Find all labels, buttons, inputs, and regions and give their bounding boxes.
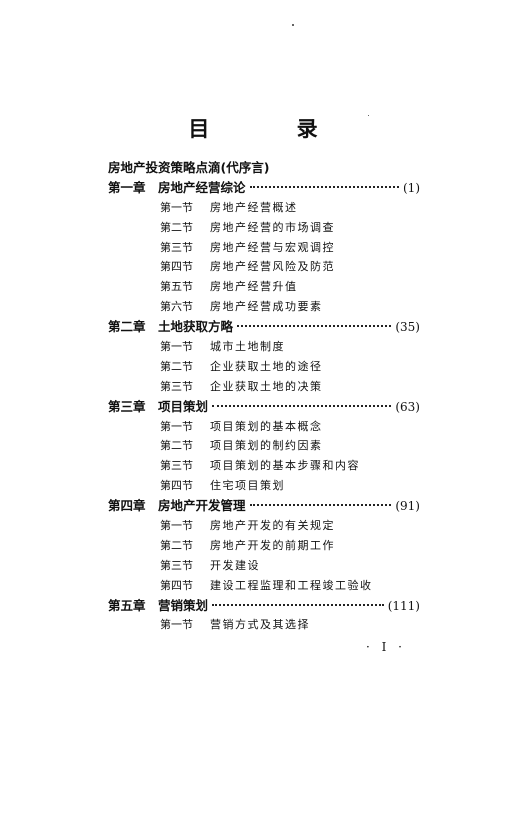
chapter-page-number: (63) <box>395 399 420 414</box>
toc-entries: 第一章房地产经营综论(1)第一节房地产经营概述第二节房地产经营的市场调查第三节房… <box>108 178 420 635</box>
dot-leader <box>249 185 399 188</box>
section-number: 第三节 <box>160 379 193 393</box>
dot-leader <box>249 504 392 507</box>
section-number: 第一节 <box>160 618 193 632</box>
section-title: 房地产经营成功要素 <box>210 300 323 314</box>
section-number: 第三节 <box>160 459 193 473</box>
chapter-page-number: (111) <box>387 598 420 613</box>
section-number: 第一节 <box>160 419 193 433</box>
section-entry[interactable]: 第五节 房地产经营升值 <box>108 277 420 297</box>
chapter-entry[interactable]: 第四章房地产开发管理 (91) <box>108 496 420 516</box>
section-number: 第二节 <box>160 538 193 552</box>
section-title: 建设工程监理和工程竣工验收 <box>210 578 373 592</box>
dot-leader <box>237 325 392 328</box>
section-title: 项目策划的基本步骤和内容 <box>210 459 360 473</box>
section-title: 开发建设 <box>210 558 260 572</box>
section-number: 第三节 <box>160 558 193 572</box>
section-title: 房地产经营概述 <box>210 200 298 214</box>
section-number: 第四节 <box>160 260 193 274</box>
chapter-title: 营销策划 <box>158 597 209 613</box>
section-title: 房地产经营的市场调查 <box>210 220 335 234</box>
section-entry[interactable]: 第二节 房地产开发的前期工作 <box>108 536 420 556</box>
chapter-page-number: (35) <box>395 320 420 335</box>
section-entry[interactable]: 第二节 项目策划的制约因素 <box>108 436 420 456</box>
section-title: 房地产经营风险及防范 <box>210 260 335 274</box>
section-number: 第四节 <box>160 479 193 493</box>
section-number: 第一节 <box>160 519 193 533</box>
section-entry[interactable]: 第二节 企业获取土地的途径 <box>108 357 420 377</box>
chapter-entry[interactable]: 第五章营销策划 (111) <box>108 596 420 616</box>
chapter-page-number: (91) <box>395 499 420 514</box>
section-title: 房地产开发的有关规定 <box>210 519 335 533</box>
chapter-number: 第二章 <box>108 319 146 335</box>
section-number: 第三节 <box>160 240 193 254</box>
section-entry[interactable]: 第一节 房地产开发的有关规定 <box>108 516 420 536</box>
chapter-number: 第三章 <box>108 398 146 414</box>
section-title: 企业获取土地的决策 <box>210 379 323 393</box>
chapter-title: 房地产开发管理 <box>158 498 246 514</box>
ink-speck <box>368 115 369 116</box>
section-entry[interactable]: 第三节 企业获取土地的决策 <box>108 377 420 397</box>
page-title: 目 录 <box>188 117 358 141</box>
section-number: 第二节 <box>160 359 193 373</box>
section-title: 房地产经营升值 <box>210 280 298 294</box>
section-entry[interactable]: 第一节 房地产经营概述 <box>108 198 420 218</box>
dot-leader <box>212 404 392 407</box>
section-number: 第五节 <box>160 280 193 294</box>
section-title: 房地产开发的前期工作 <box>210 538 335 552</box>
section-entry[interactable]: 第六节 房地产经营成功要素 <box>108 297 420 317</box>
chapter-title: 项目策划 <box>158 398 209 414</box>
section-title: 项目策划的制约因素 <box>210 439 323 453</box>
section-entry[interactable]: 第一节 项目策划的基本概念 <box>108 417 420 437</box>
dot-leader <box>212 603 384 606</box>
section-entry[interactable]: 第一节 营销方式及其选择 <box>108 615 420 635</box>
section-entry[interactable]: 第四节 建设工程监理和工程竣工验收 <box>108 576 420 596</box>
chapter-number: 第一章 <box>108 179 146 195</box>
preface-entry[interactable]: 房地产投资策略点滴(代序言) <box>108 160 270 175</box>
chapter-title: 土地获取方略 <box>158 319 234 335</box>
section-title: 营销方式及其选择 <box>210 618 310 632</box>
section-number: 第二节 <box>160 220 193 234</box>
table-of-contents: 房地产投资策略点滴(代序言) 第一章房地产经营综论 (1) 第一节 房地产经营概述第二… <box>108 158 420 635</box>
chapter-entry[interactable]: 第三章项目策划 (63) <box>108 397 420 417</box>
section-title: 房地产经营与宏观调控 <box>210 240 335 254</box>
ink-speck <box>292 24 294 26</box>
section-entry[interactable]: 第三节 开发建设 <box>108 556 420 576</box>
section-number: 第二节 <box>160 439 193 453</box>
page-number: · I · <box>366 640 406 654</box>
section-title: 城市土地制度 <box>210 340 285 354</box>
chapter-entry[interactable]: 第二章土地获取方略 (35) <box>108 317 420 337</box>
section-number: 第一节 <box>160 200 193 214</box>
section-title: 住宅项目策划 <box>210 479 285 493</box>
section-entry[interactable]: 第三节 项目策划的基本步骤和内容 <box>108 456 420 476</box>
section-entry[interactable]: 第四节 住宅项目策划 <box>108 476 420 496</box>
section-number: 第一节 <box>160 340 193 354</box>
section-entry[interactable]: 第一节 城市土地制度 <box>108 337 420 357</box>
section-entry[interactable]: 第三节 房地产经营与宏观调控 <box>108 238 420 258</box>
section-number: 第六节 <box>160 300 193 314</box>
section-title: 项目策划的基本概念 <box>210 419 323 433</box>
chapter-page-number: (1) <box>403 180 420 195</box>
section-entry[interactable]: 第二节 房地产经营的市场调查 <box>108 218 420 238</box>
chapter-number: 第五章 <box>108 597 146 613</box>
section-title: 企业获取土地的途径 <box>210 359 323 373</box>
chapter-title: 房地产经营综论 <box>158 179 246 195</box>
section-number: 第四节 <box>160 578 193 592</box>
section-entry[interactable]: 第四节 房地产经营风险及防范 <box>108 257 420 277</box>
chapter-number: 第四章 <box>108 498 146 514</box>
chapter-entry[interactable]: 第一章房地产经营综论 (1) <box>108 178 420 198</box>
